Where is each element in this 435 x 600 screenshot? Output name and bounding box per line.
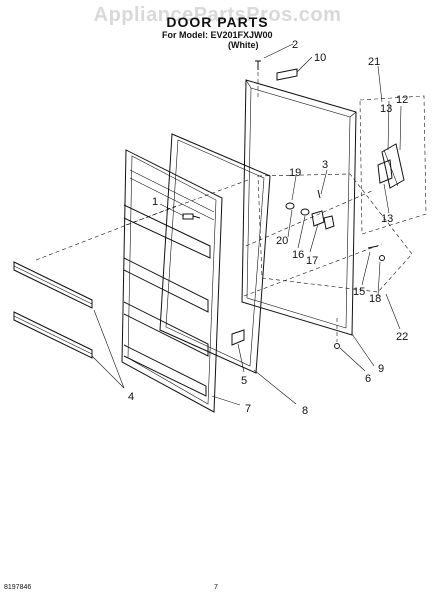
inner-door-liner [121, 149, 223, 413]
callout-4: 4 [128, 391, 134, 403]
callout-19: 19 [289, 167, 301, 179]
outer-door-panel [241, 79, 357, 336]
callout-7: 7 [245, 403, 251, 415]
callout-20: 20 [276, 235, 288, 247]
projection-lines [35, 72, 383, 342]
callout-12: 12 [396, 94, 408, 106]
door-strips [13, 261, 93, 359]
callout-5: 5 [241, 375, 247, 387]
callout-10: 10 [314, 52, 326, 64]
hinge-assembly [377, 143, 405, 189]
callout-6: 6 [365, 373, 371, 385]
callout-17: 17 [306, 255, 318, 267]
hardware-group-box [257, 173, 413, 293]
page-title: DOOR PARTS [166, 14, 269, 30]
screw-1 [182, 213, 201, 220]
callout-13a: 13 [380, 103, 392, 115]
callout-18: 18 [369, 293, 381, 305]
callout-15: 15 [353, 286, 365, 298]
door-gasket [159, 133, 271, 374]
callout-1: 1 [152, 196, 158, 208]
clip-part [231, 329, 245, 346]
callout-22: 22 [396, 331, 408, 343]
variant-label: (White) [228, 40, 259, 50]
hinge-group-box [359, 95, 427, 235]
callout-13b: 13 [381, 213, 393, 225]
callout-2: 2 [292, 39, 298, 51]
callout-9: 9 [378, 363, 384, 375]
callout-3: 3 [322, 159, 328, 171]
callout-21: 21 [368, 56, 380, 68]
callout-8: 8 [302, 405, 308, 417]
callout-16: 16 [292, 249, 304, 261]
screw-2 [255, 60, 261, 70]
model-line: For Model: EV201FXJW00 [162, 30, 273, 40]
page-number: 7 [214, 584, 218, 591]
hardware-pieces [285, 189, 385, 261]
badge-part [276, 68, 298, 81]
leader-lines [91, 43, 402, 406]
screw-6 [334, 343, 340, 349]
watermark: AppliancePartsPros.com [93, 4, 342, 26]
document-number: 8197846 [4, 584, 32, 591]
